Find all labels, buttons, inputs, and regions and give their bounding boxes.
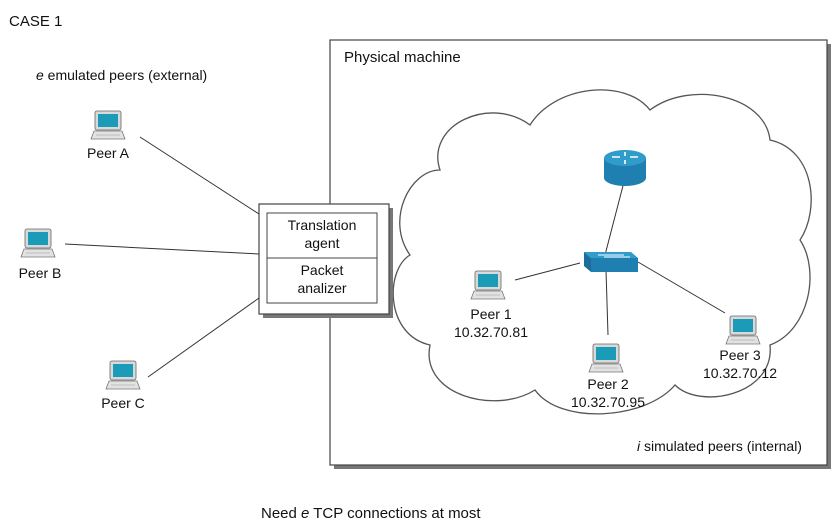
translation-agent-label: Translation agent bbox=[267, 216, 377, 252]
peer-b-label: Peer B bbox=[18, 265, 62, 281]
link-peer-b bbox=[64, 243, 260, 255]
peer-3-ip: 10.32.70.12 bbox=[703, 365, 777, 381]
link-peer-c bbox=[147, 297, 260, 378]
peer-2-ip: 10.32.70.95 bbox=[571, 394, 645, 410]
peer-3-computer-icon bbox=[725, 315, 761, 345]
footer-note: Need e TCP connections at most bbox=[261, 505, 481, 522]
footer-symbol: e bbox=[301, 505, 310, 522]
network-cloud bbox=[392, 89, 812, 415]
peer-1-computer-icon bbox=[470, 270, 506, 300]
translation-agent-line2: agent bbox=[304, 235, 340, 251]
internal-label-text: simulated peers (internal) bbox=[640, 438, 802, 454]
link-router-switch bbox=[604, 177, 626, 256]
peer-a-label: Peer A bbox=[86, 145, 130, 161]
peer-2-label: Peer 2 10.32.70.95 bbox=[558, 375, 658, 411]
peer-a-computer-icon bbox=[90, 110, 126, 140]
footer-rest: TCP connections at most bbox=[309, 505, 481, 522]
packet-analizer-line1: Packet bbox=[300, 262, 344, 278]
router-icon bbox=[604, 150, 646, 186]
external-peers-label: e emulated peers (external) bbox=[36, 67, 207, 83]
internal-count-symbol: i bbox=[637, 438, 641, 454]
peer-3-label: Peer 3 10.32.70.12 bbox=[690, 346, 790, 382]
link-peer1 bbox=[514, 262, 581, 281]
peer-c-label: Peer C bbox=[101, 395, 145, 411]
external-count-symbol: e bbox=[36, 67, 44, 83]
peer-3-name: Peer 3 bbox=[719, 347, 761, 363]
peer-2-computer-icon bbox=[588, 343, 624, 373]
translation-agent-line1: Translation bbox=[287, 217, 357, 233]
packet-analizer-label: Packet analizer bbox=[267, 261, 377, 297]
physical-machine-label: Physical machine bbox=[344, 49, 461, 66]
external-label-text: emulated peers (external) bbox=[43, 67, 208, 83]
link-peer2 bbox=[605, 269, 609, 336]
peer-1-label: Peer 1 10.32.70.81 bbox=[441, 305, 541, 341]
case-title: CASE 1 bbox=[9, 13, 63, 30]
footer-pre: Need bbox=[261, 505, 302, 522]
peer-1-name: Peer 1 bbox=[470, 306, 512, 322]
peer-2-name: Peer 2 bbox=[587, 376, 629, 392]
switch-icon bbox=[584, 252, 638, 272]
peer-c-computer-icon bbox=[105, 360, 141, 390]
packet-analizer-line2: analizer bbox=[297, 280, 347, 296]
link-peer3 bbox=[637, 261, 726, 314]
peer-b-computer-icon bbox=[20, 228, 56, 258]
link-peer-a bbox=[139, 136, 260, 215]
internal-peers-label: i simulated peers (internal) bbox=[637, 438, 802, 454]
peer-1-ip: 10.32.70.81 bbox=[454, 324, 528, 340]
packet-analizer-panel bbox=[266, 257, 378, 304]
